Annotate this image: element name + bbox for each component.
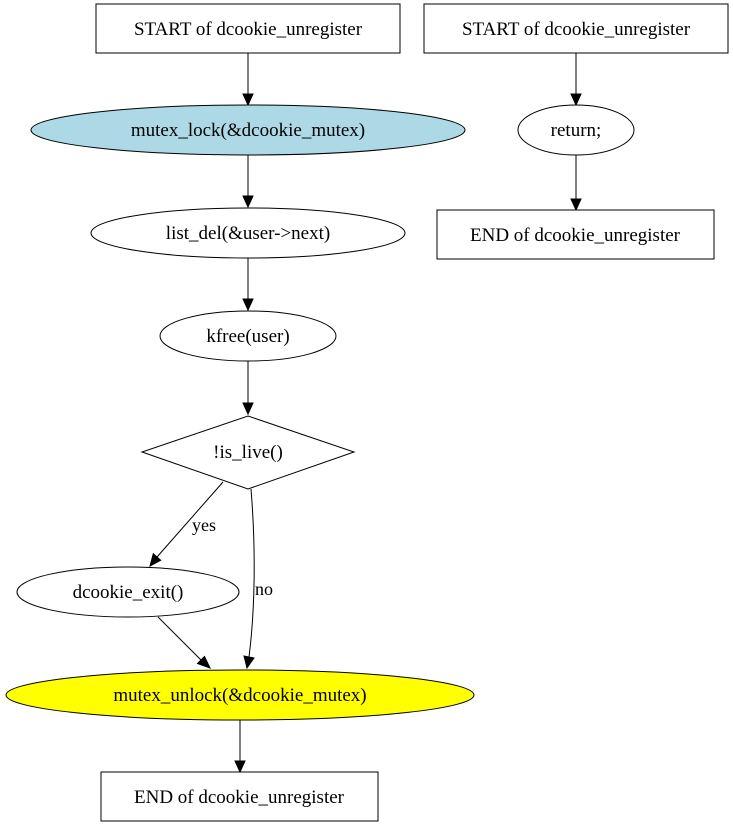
edge-mutex-lock-to-list-del <box>242 155 254 209</box>
node-dcookie-exit-label: dcookie_exit() <box>73 582 184 603</box>
node-kfree: kfree(user) <box>159 310 337 362</box>
edge-dcookie-exit-to-mutex-unlock <box>157 616 211 669</box>
node-end: END of dcookie_unregister <box>100 771 379 822</box>
edge-is-live-to-mutex-unlock: no <box>243 488 273 670</box>
node-mutex-lock-label: mutex_lock(&dcookie_mutex) <box>131 120 365 141</box>
node-mutex-unlock-label: mutex_unlock(&dcookie_mutex) <box>113 685 366 706</box>
edge-label-no: no <box>255 579 273 599</box>
node-end-b-label: END of dcookie_unregister <box>470 225 681 246</box>
edge-mutex-unlock-to-end <box>234 720 246 774</box>
edge-is-live-to-dcookie-exit: yes <box>149 481 224 567</box>
node-mutex-unlock: mutex_unlock(&dcookie_mutex) <box>5 669 475 721</box>
edges: yes no <box>149 53 582 774</box>
node-return: return; <box>517 104 635 156</box>
edge-list-del-to-kfree <box>242 258 254 312</box>
node-end-b: END of dcookie_unregister <box>436 209 715 260</box>
node-dcookie-exit: dcookie_exit() <box>16 566 240 618</box>
node-is-live-decision: !is_live() <box>140 415 356 490</box>
node-return-label: return; <box>551 120 602 141</box>
node-mutex-lock: mutex_lock(&dcookie_mutex) <box>30 104 466 156</box>
node-list-del: list_del(&user->next) <box>90 207 406 259</box>
node-start: START of dcookie_unregister <box>95 3 401 54</box>
node-start-label: START of dcookie_unregister <box>134 19 363 40</box>
node-start-b-label: START of dcookie_unregister <box>462 19 691 40</box>
node-end-label: END of dcookie_unregister <box>134 787 345 808</box>
edge-start-to-mutex-lock <box>242 53 254 107</box>
node-start-b: START of dcookie_unregister <box>423 3 729 54</box>
edge-label-yes: yes <box>192 515 216 535</box>
nodes: START of dcookie_unregister mutex_lock(&… <box>5 3 729 822</box>
node-kfree-label: kfree(user) <box>206 326 289 347</box>
node-list-del-label: list_del(&user->next) <box>166 223 330 244</box>
edge-kfree-to-is-live <box>242 361 254 416</box>
edge-return-to-end-b <box>570 155 582 212</box>
edge-start-b-to-return <box>570 53 582 107</box>
node-is-live-label: !is_live() <box>213 442 283 463</box>
